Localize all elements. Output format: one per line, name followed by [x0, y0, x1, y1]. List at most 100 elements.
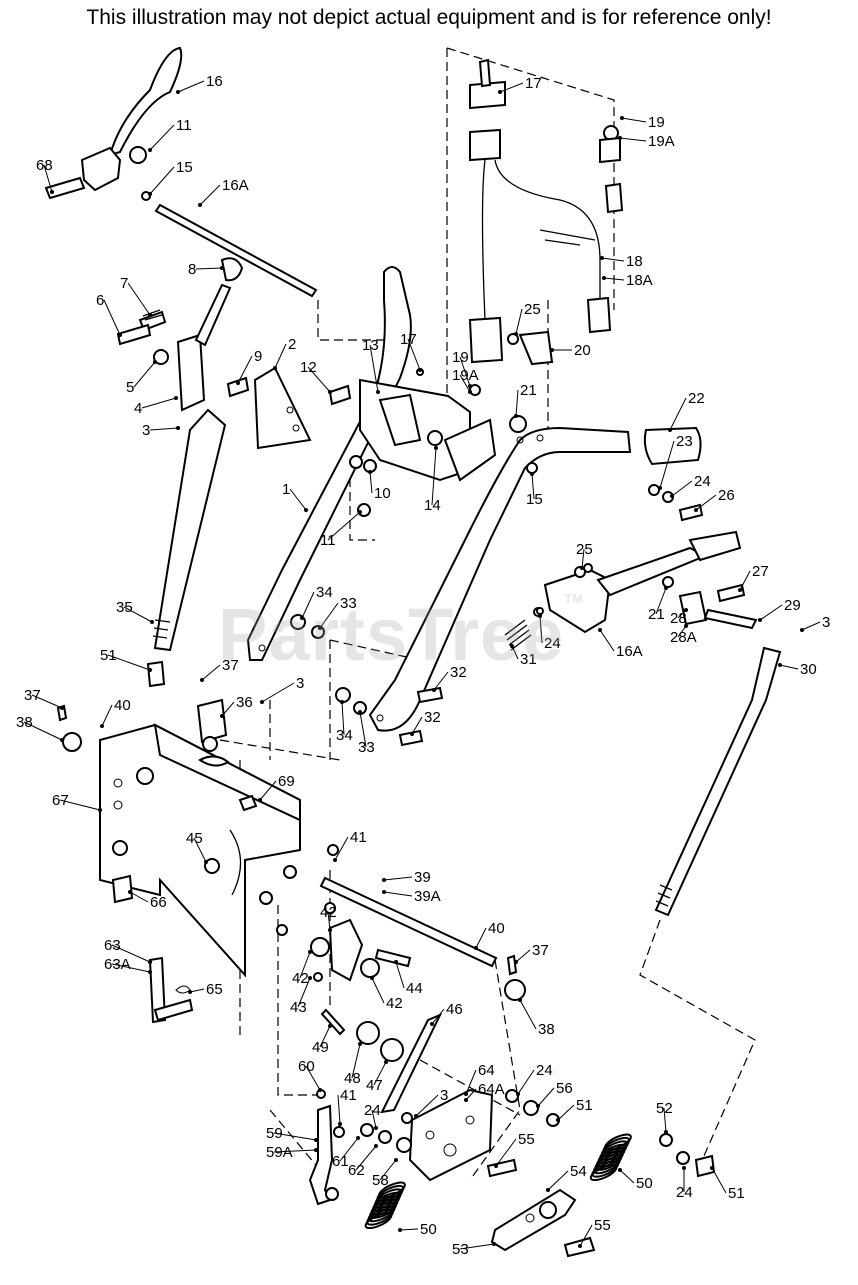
- callout-c16a_mid: 16A: [598, 628, 643, 660]
- leader-line: [663, 1107, 667, 1133]
- leader-arrow-tip: [60, 738, 64, 742]
- part-number-label: 32: [424, 709, 441, 726]
- leader-arrow-tip: [492, 1242, 496, 1246]
- callout-c37c: 37: [514, 942, 549, 964]
- leader-arrow-tip: [578, 1244, 582, 1248]
- callout-c10: 10: [368, 470, 391, 502]
- leader-arrow-tip: [318, 626, 322, 630]
- lever-29: [543, 530, 758, 634]
- leader-line: [369, 471, 373, 494]
- part-number-label: 48: [344, 1070, 361, 1087]
- callout-c51b: 51: [556, 1097, 593, 1122]
- leader-arrow-tip: [358, 710, 362, 714]
- part-number-label: 9: [254, 348, 262, 365]
- callout-c18a: 18A: [602, 272, 653, 289]
- rod-16a: [154, 203, 318, 298]
- leader-line: [415, 1094, 439, 1117]
- leader-line: [307, 366, 331, 393]
- leader-line: [579, 1224, 593, 1247]
- leader-line: [515, 308, 523, 335]
- callout-c28: 28: [670, 608, 688, 627]
- part-number-label: 68: [36, 157, 53, 174]
- leader-arrow-tip: [670, 494, 674, 498]
- watermark: PartsTreeTM: [218, 592, 584, 677]
- leader-line: [337, 1094, 341, 1125]
- leader-arrow-tip: [394, 960, 398, 964]
- leader-line: [149, 427, 179, 431]
- part-number-label: 19: [452, 349, 469, 366]
- leader-arrow-tip: [414, 1114, 418, 1118]
- part-number-label: 38: [538, 1021, 555, 1038]
- part-number-label: 28A: [670, 629, 697, 646]
- part-number-label: 64A: [478, 1081, 505, 1098]
- callout-c69: 69: [258, 773, 295, 802]
- leader-arrow-tip: [273, 366, 277, 370]
- part-number-label: 36: [236, 694, 253, 711]
- part-number-label: 37: [222, 657, 239, 674]
- leader-arrow-tip: [128, 890, 132, 894]
- callout-c30: 30: [778, 661, 817, 678]
- callout-c11a: 11: [148, 117, 192, 152]
- callout-c40b: 40: [474, 920, 505, 950]
- leader-arrow-tip: [550, 348, 554, 352]
- callout-c63: 63: [104, 937, 152, 964]
- part-number-label: 51: [576, 1097, 593, 1114]
- leader-line: [619, 1169, 635, 1184]
- leader-arrow-tip: [328, 390, 332, 394]
- leader-arrow-tip: [410, 732, 414, 736]
- callout-c37a: 37: [200, 657, 239, 682]
- pivot-36: [196, 698, 228, 752]
- leader-line: [273, 1132, 317, 1141]
- callout-c15a: 15: [148, 159, 193, 196]
- callout-c24b: 24: [538, 614, 561, 652]
- leader-arrow-tip: [602, 276, 606, 280]
- leader-arrow-tip: [800, 628, 804, 632]
- callout-c21a: 21: [514, 382, 537, 418]
- callout-c43: 43: [290, 976, 312, 1016]
- leader-line: [711, 1167, 727, 1194]
- leader-arrow-tip: [514, 960, 518, 964]
- spring-coil: [589, 1164, 618, 1182]
- leader-line: [557, 1104, 575, 1121]
- leader-arrow-tip: [710, 1166, 714, 1170]
- callout-c64a: 64A: [464, 1081, 505, 1102]
- part-number-label: 3: [142, 422, 150, 439]
- leader-arrow-tip: [468, 384, 472, 388]
- rod-30: [654, 646, 782, 917]
- callout-c42c: 42: [370, 976, 403, 1012]
- callout-c65: 65: [188, 981, 223, 998]
- leader-line: [495, 1138, 517, 1167]
- leader-arrow-tip: [314, 1148, 318, 1152]
- spring-50-left: [364, 1181, 406, 1230]
- leader-line: [801, 621, 821, 631]
- callout-c59: 59: [266, 1125, 318, 1142]
- leader-arrow-tip: [304, 508, 308, 512]
- leader-line: [327, 911, 331, 931]
- leader-arrow-tip: [556, 1118, 560, 1122]
- callout-c20: 20: [550, 342, 591, 359]
- leader-line: [547, 1170, 569, 1191]
- callout-c24e: 24: [676, 1166, 693, 1201]
- part-number-label: 50: [636, 1175, 653, 1192]
- part-number-label: 53: [452, 1241, 469, 1258]
- leader-arrow-tip: [374, 1144, 378, 1148]
- callout-c17a: 17: [498, 75, 542, 94]
- leader-line: [659, 440, 675, 489]
- callout-c28a: 28A: [670, 624, 697, 646]
- cam-assembly-42: [310, 902, 412, 982]
- leader-line: [355, 1145, 377, 1171]
- leader-line: [289, 488, 307, 511]
- leader-line: [655, 587, 667, 615]
- callout-c58: 58: [372, 1158, 398, 1189]
- part-number-label: 67: [52, 792, 69, 809]
- part-number-label: 45: [186, 830, 203, 847]
- leader-arrow-tip: [778, 663, 782, 667]
- part-number-label: 27: [752, 563, 769, 580]
- leader-arrow-tip: [664, 586, 668, 590]
- leader-line: [141, 397, 177, 409]
- callout-c55b: 55: [578, 1217, 611, 1248]
- part-number-label: 11: [176, 117, 192, 134]
- leader-line: [511, 645, 519, 660]
- part-number-label: 17: [525, 75, 542, 92]
